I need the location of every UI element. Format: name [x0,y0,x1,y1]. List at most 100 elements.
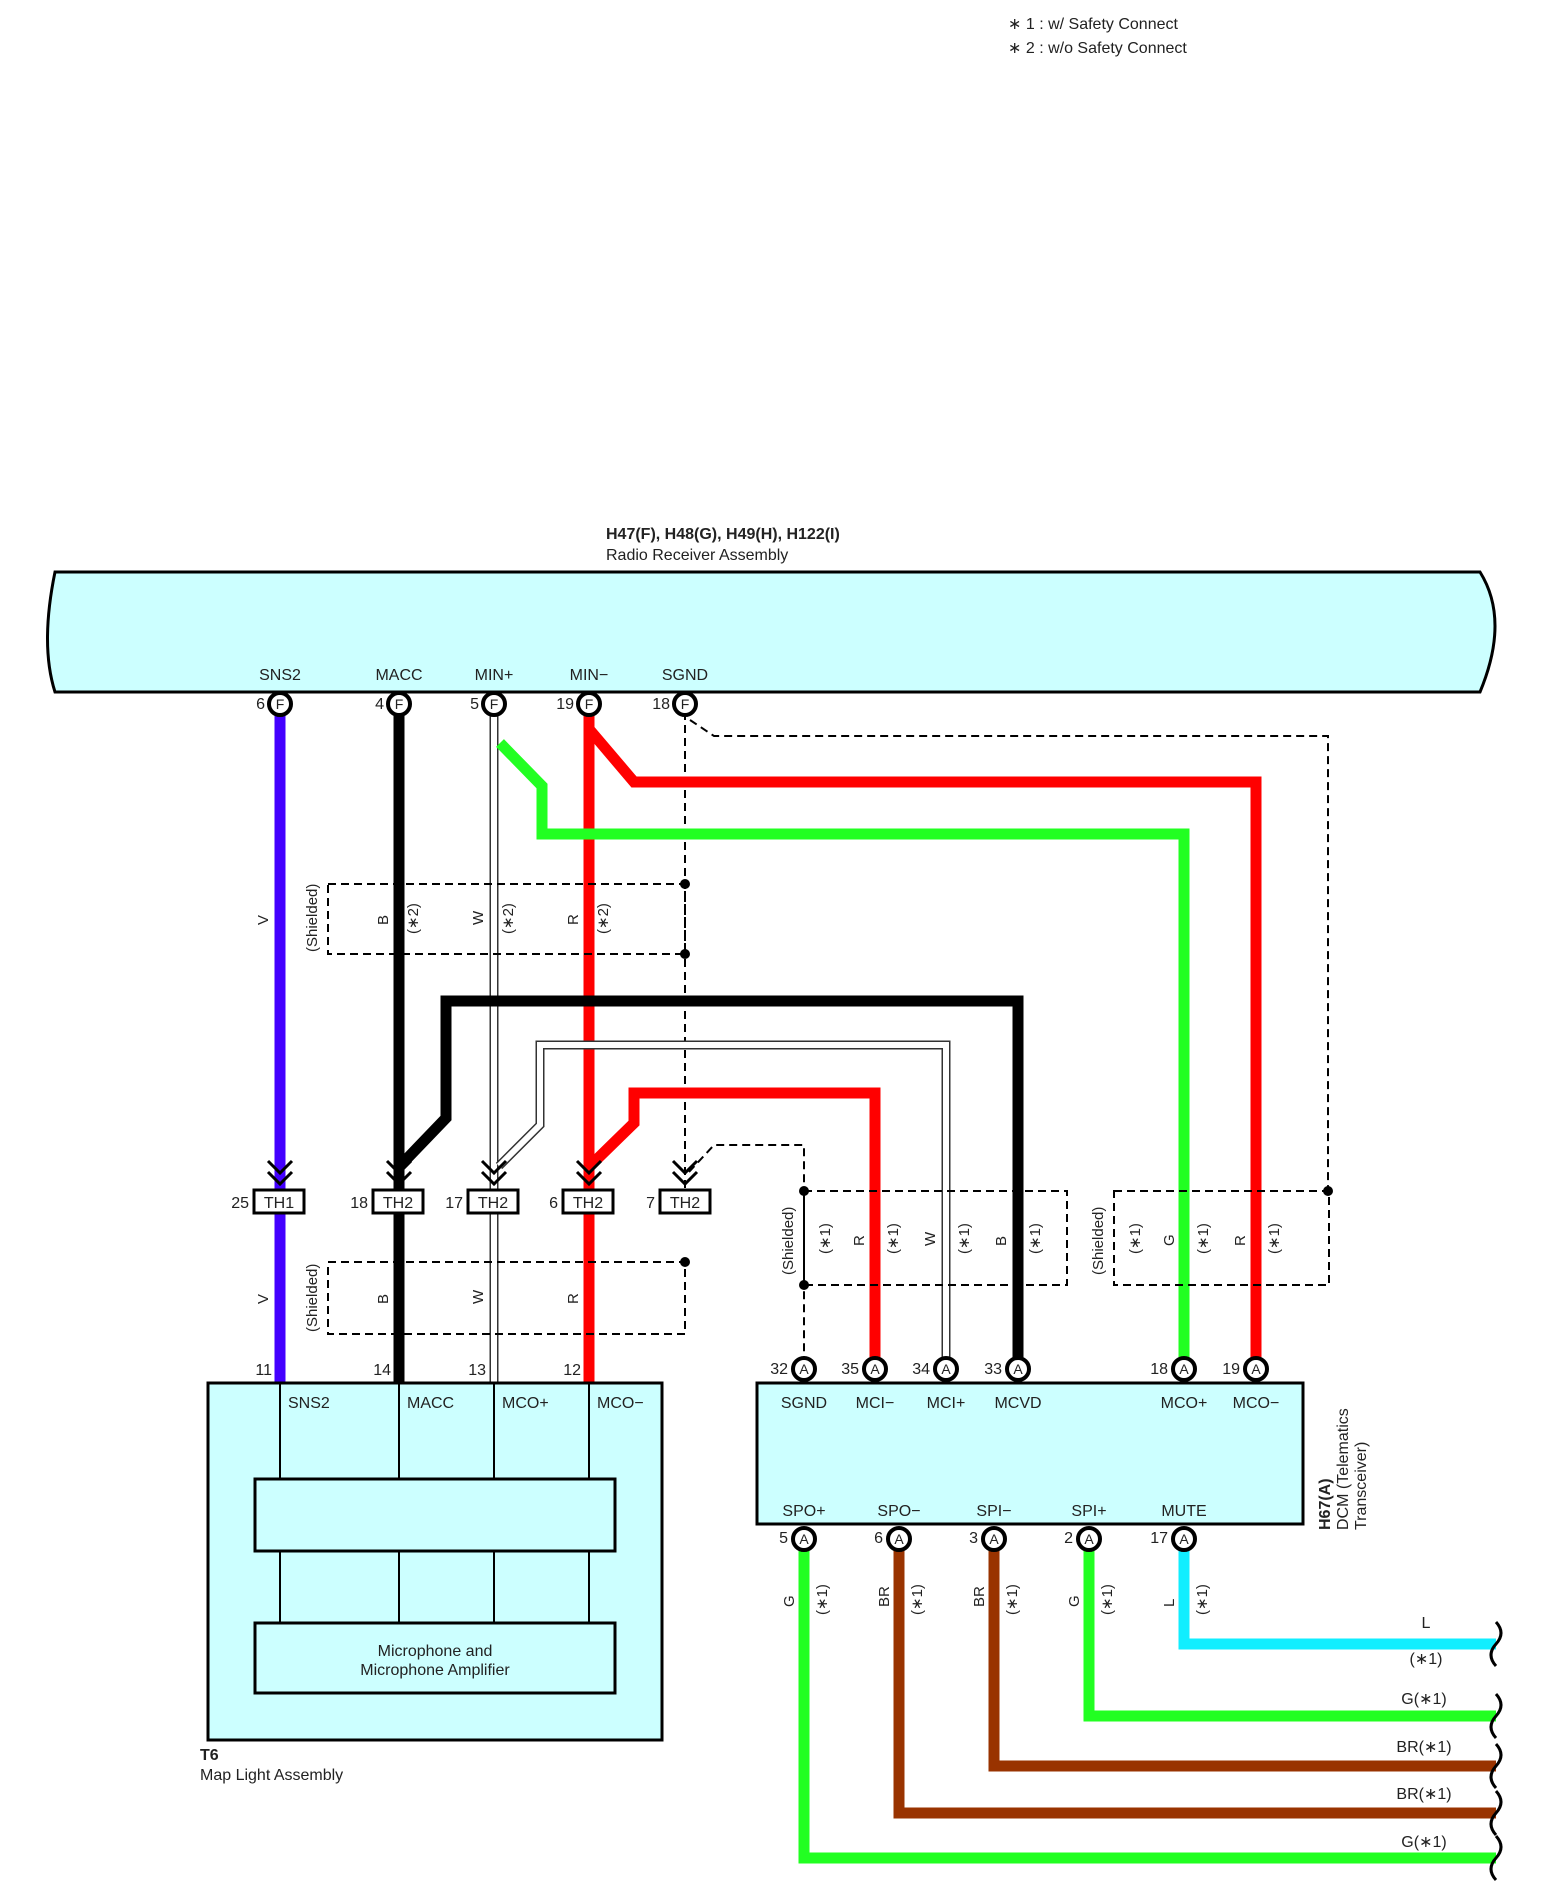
junction-arrow-icon [575,1170,603,1187]
option-note: (∗1) [1194,1584,1211,1615]
wire-color-label: R [565,914,582,925]
terminal-name: MCI+ [927,1395,966,1412]
connector-circle: A [862,1356,888,1382]
wire-color-label: B [993,1236,1010,1246]
wire-color-label: B [375,1294,392,1304]
terminal-name: MUTE [1161,1503,1206,1520]
wire-continuation-mark [1489,1692,1503,1740]
terminal-pin: 5 [470,696,479,713]
wires [266,712,1503,1882]
wire-end-label: BR(∗1) [1396,1739,1451,1756]
terminal-pin: 12 [563,1362,581,1379]
terminal-pin: 17 [1150,1530,1168,1547]
terminal-pin: 19 [1222,1361,1240,1378]
connector-circle: A [791,1356,817,1382]
connector-circle: F [267,691,293,717]
terminal-pin: 2 [1064,1530,1073,1547]
map-light-code: T6 [200,1747,219,1764]
map-light-name: Map Light Assembly [200,1767,343,1784]
connector-circle: A [933,1356,959,1382]
connector-circle: A [1243,1356,1269,1382]
wire-color-label: W [470,910,487,925]
connector-circle: A [791,1526,817,1552]
wire-color-label: BR [971,1586,988,1607]
terminal-name: SPI− [976,1503,1011,1520]
option-note: (∗1) [1099,1584,1116,1615]
connector-letter: F [585,696,594,712]
radio-terminal: MACC 4 [375,667,422,713]
terminal-pin: 18 [652,696,670,713]
wire-color-label: G [1066,1595,1083,1607]
wire-spi-minus [988,1546,1496,1772]
option-note: (∗1) [1266,1223,1283,1254]
terminal-pin: 13 [468,1362,486,1379]
terminal-name: MCI− [856,1395,895,1412]
wire-spo-minus [893,1546,1496,1819]
terminal-name: MIN+ [475,667,514,684]
radio-receiver-box [46,570,1497,694]
dcm-name-line2: Transceiver) [1353,1442,1370,1530]
junction-arrow-icon [671,1170,699,1187]
wire-color-label: W [922,1231,939,1246]
shielded-label: (Shielded) [304,884,321,952]
connector-circle: F [576,691,602,717]
option-note: (∗1) [1027,1223,1044,1254]
connector-circle: F [672,691,698,717]
connector-letter: F [276,696,285,712]
dcm-shield-1: (Shielded) (∗1) R (∗1) W (∗1) B (∗1) [780,1186,1068,1290]
terminal-name: SNS2 [288,1395,330,1412]
wire-mute [1178,1546,1496,1650]
terminal-pin: 34 [912,1361,930,1378]
wire-spi-plus [1083,1546,1496,1722]
connector-circle: F [386,691,412,717]
option-note: (∗2) [405,903,422,934]
junction-label: TH2 [573,1195,603,1212]
wire-end-note: (∗1) [1410,1651,1443,1668]
terminal-name: MACC [375,667,422,684]
terminal-pin: 5 [779,1530,788,1547]
terminal-pin: 3 [969,1530,978,1547]
map-light-assembly: Microphone and Microphone Amplifier SNS2… [200,1362,664,1784]
dcm-code: H67(A) [1317,1478,1334,1530]
terminal-pin: 4 [375,696,384,713]
terminal-pin: 6 [874,1530,883,1547]
wire-end-label: G(∗1) [1401,1834,1446,1851]
junction-arrow-icon [480,1159,508,1176]
connector-letter: F [490,696,499,712]
junction-label: TH2 [383,1195,413,1212]
connector-letter: A [941,1361,951,1377]
wire-end-label: G(∗1) [1401,1691,1446,1708]
option-note: (∗1) [885,1223,902,1254]
connector-letter: F [681,696,690,712]
option-note: (∗1) [814,1584,831,1615]
option-note: (∗2) [595,903,612,934]
radio-code: H47(F), H48(G), H49(H), H122(I) [606,526,840,543]
note-1: ∗ 1 : w/ Safety Connect [1008,16,1178,33]
wire-color-label: BR [876,1586,893,1607]
terminal-name: MIN− [570,667,609,684]
terminal-name: SPI+ [1071,1503,1106,1520]
radio-name: Radio Receiver Assembly [606,547,788,564]
shielded-label: (Shielded) [780,1207,797,1275]
connector-letter: A [1251,1361,1261,1377]
mic-amplifier-line1: Microphone and [378,1643,493,1660]
right-wire-labels: L (∗1) G(∗1) BR(∗1) BR(∗1) G(∗1) [1396,1615,1451,1851]
connector-circle: A [886,1526,912,1552]
junction-arrow-icon [671,1159,699,1176]
terminal-pin: 32 [770,1361,788,1378]
connector-letter: A [894,1531,904,1547]
note-2: ∗ 2 : w/o Safety Connect [1008,40,1187,57]
terminal-name: SGND [662,667,708,684]
wire-red-mco-minus [584,725,1262,1360]
terminal-name: MCO+ [502,1395,549,1412]
wire-spo-plus [798,1546,1496,1864]
connector-letter: A [799,1531,809,1547]
junction-arrow-icon [575,1159,603,1176]
connector-circle: A [1171,1526,1197,1552]
